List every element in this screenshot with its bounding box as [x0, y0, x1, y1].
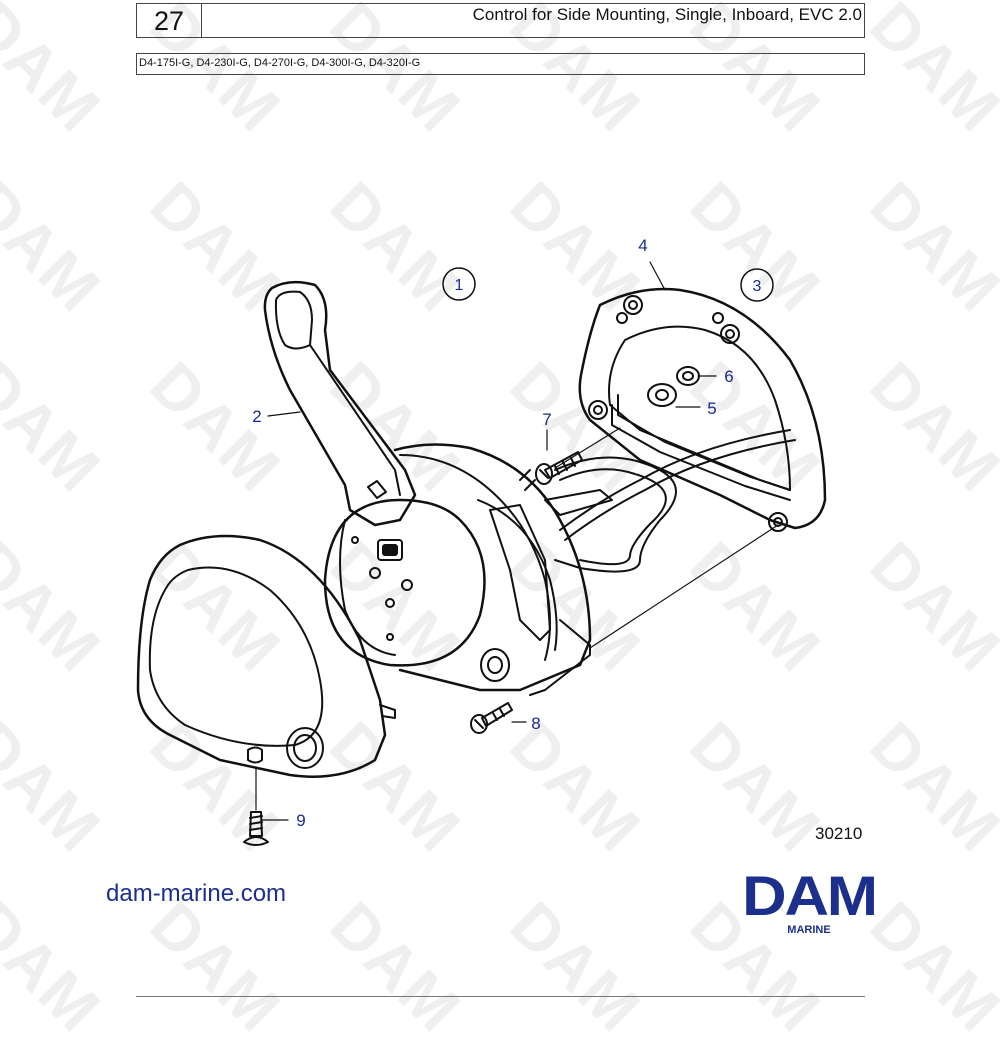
cable-harness	[544, 429, 796, 573]
screw-8	[470, 702, 513, 734]
control-hub	[323, 498, 486, 667]
assembly-line-8	[589, 524, 779, 649]
control-cover	[136, 534, 396, 778]
figure-number: 30210	[815, 824, 863, 843]
page-title: Control for Side Mounting, Single, Inboa…	[472, 5, 862, 24]
control-lever	[263, 280, 417, 527]
leader-2	[267, 411, 301, 417]
ring-label-a: 1	[442, 267, 476, 301]
callout-4: 4	[638, 236, 647, 255]
page-number: 27	[137, 4, 202, 37]
assembly-line-7	[554, 427, 621, 469]
mounting-plate	[578, 287, 827, 532]
ring-label-b: 3	[740, 268, 774, 302]
callout-7: 7	[542, 410, 551, 429]
footer-divider	[136, 996, 865, 997]
dam-marine-logo: DAM MARINE	[720, 868, 898, 938]
callout-8: 8	[531, 714, 540, 733]
header-models-box: D4-175I-G, D4-230I-G, D4-270I-G, D4-300I…	[136, 53, 865, 75]
svg-text:3: 3	[753, 278, 762, 295]
model-list: D4-175I-G, D4-230I-G, D4-270I-G, D4-300I…	[139, 57, 421, 69]
callout-2: 2	[252, 407, 261, 426]
callout-9: 9	[296, 811, 305, 830]
screw-9	[243, 811, 269, 846]
website-link[interactable]: dam-marine.com	[106, 880, 287, 907]
washer	[647, 383, 677, 407]
logo-wordmark: DAM	[742, 864, 878, 927]
nut	[676, 366, 700, 386]
header-title-box: 27 Control for Side Mounting, Single, In…	[136, 3, 865, 38]
callout-5: 5	[707, 399, 716, 418]
logo-subtext: MARINE	[787, 924, 831, 936]
exploded-parts-diagram: 1 3 2 4 5 6 7 8 9	[136, 236, 827, 846]
control-housing	[393, 443, 592, 696]
callout-6: 6	[724, 367, 733, 386]
leader-4	[649, 261, 666, 291]
svg-text:1: 1	[455, 277, 464, 294]
